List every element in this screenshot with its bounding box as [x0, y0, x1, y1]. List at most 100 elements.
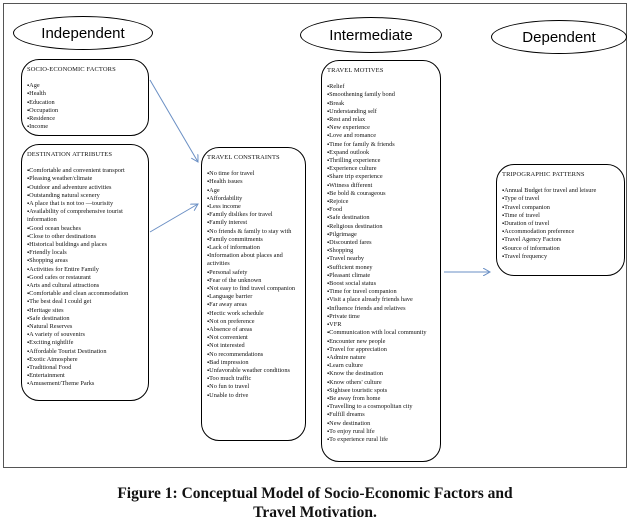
list-item: Age [27, 82, 143, 90]
list-item: Learn culture [327, 362, 435, 370]
list-item: Not convenient [207, 334, 300, 342]
list-item: Time for family & friends [327, 141, 435, 149]
list-item: Thrilling experience [327, 157, 435, 165]
list-item: Travel frequency [502, 253, 619, 261]
item-list: ReliefSmoothening family bondBreakUnders… [327, 83, 435, 444]
item-list: Annual Budget for travel and leisureType… [502, 187, 619, 261]
list-item: A variety of souvenirs [27, 331, 143, 339]
list-item: Safe destination [327, 214, 435, 222]
list-item: Information about places and activities [207, 252, 300, 268]
list-item: Less income [207, 203, 300, 211]
list-item: To enjoy rural life [327, 428, 435, 436]
list-item: Heritage sites [27, 307, 143, 315]
list-item: Pleasant climate [327, 272, 435, 280]
list-item: Travel for appreciation [327, 346, 435, 354]
list-item: Annual Budget for travel and leisure [502, 187, 619, 195]
list-item: Smoothening family bond [327, 91, 435, 99]
list-item: Traditional Food [27, 364, 143, 372]
list-item: Good cafes or restaurant [27, 274, 143, 282]
list-item: Family commitments [207, 236, 300, 244]
list-item: Good ocean beaches [27, 225, 143, 233]
list-item: Not interested [207, 342, 300, 350]
list-item: Unfavorable weather conditions [207, 367, 300, 375]
arrow-socio-to-constraints [149, 79, 198, 162]
list-item: Income [27, 123, 143, 131]
list-item: Sightsee touristic spots [327, 387, 435, 395]
list-item: Comfortable and clean accommodation [27, 290, 143, 298]
list-item: Travel companion [502, 204, 619, 212]
list-item: Time of travel [502, 212, 619, 220]
figure-frame [3, 3, 627, 468]
list-item: Age [207, 187, 300, 195]
list-item: Family interest [207, 219, 300, 227]
list-item: Know others' culture [327, 379, 435, 387]
list-item: Arts and cultural attractions [27, 282, 143, 290]
list-item: Accommodation preference [502, 228, 619, 236]
list-item: Visit a place already friends have [327, 296, 435, 304]
travel-constraints-box: TRAVEL CONSTRAINTS No time for travelHea… [201, 147, 306, 441]
list-item: Encounter new people [327, 338, 435, 346]
box-title: TRAVEL MOTIVES [327, 67, 384, 74]
list-item: Love and romance [327, 132, 435, 140]
list-item: Be bold & courageous [327, 190, 435, 198]
list-item: Boost social status [327, 280, 435, 288]
list-item: Education [27, 99, 143, 107]
list-item: Travelling to a cosmopolitan city [327, 403, 435, 411]
list-item: Exotic Atmosphere [27, 356, 143, 364]
list-item: Relief [327, 83, 435, 91]
list-item: Amusement/Theme Parks [27, 380, 143, 388]
figure-caption: Figure 1: Conceptual Model of Socio-Econ… [117, 485, 513, 521]
list-item: Fear of the unknown [207, 277, 300, 285]
list-item: Comfortable and convenient transport [27, 167, 143, 175]
list-item: Food [327, 206, 435, 214]
list-item: Communication with local community [327, 329, 435, 337]
list-item: Rejoice [327, 198, 435, 206]
list-item: Time for travel companion [327, 288, 435, 296]
list-item: Personal safety [207, 269, 300, 277]
list-item: Rest and relax [327, 116, 435, 124]
box-title: TRIPOGRAPHIC PATTERNS [502, 171, 585, 178]
list-item: Know the destination [327, 370, 435, 378]
list-item: Sufficient money [327, 264, 435, 272]
list-item: Affordability [207, 195, 300, 203]
dependent-label: Dependent [522, 28, 596, 46]
list-item: Hectic work schedule [207, 310, 300, 318]
intermediate-header: Intermediate [300, 17, 442, 53]
list-item: To experience rural life [327, 436, 435, 444]
list-item: Understanding self [327, 108, 435, 116]
item-list: AgeHealthEducationOccupationResidenceInc… [27, 82, 143, 131]
list-item: Unable to drive [207, 392, 300, 400]
list-item: Historical buildings and places [27, 241, 143, 249]
destination-attributes-box: DESTINATION ATTRIBUTES Comfortable and c… [21, 144, 149, 401]
list-item: No time for travel [207, 170, 300, 178]
box-title: TRAVEL CONSTRAINTS [207, 154, 280, 161]
list-item: Activities for Entire Family [27, 266, 143, 274]
arrow-destination-to-constraints [149, 204, 198, 233]
list-item: Occupation [27, 107, 143, 115]
list-item: Break [327, 100, 435, 108]
list-item: Discounted fares [327, 239, 435, 247]
list-item: Shopping [327, 247, 435, 255]
list-item: Type of travel [502, 195, 619, 203]
tripographic-patterns-box: TRIPOGRAPHIC PATTERNS Annual Budget for … [496, 164, 625, 276]
list-item: Close to other destinations [27, 233, 143, 241]
list-item: Expand outlook [327, 149, 435, 157]
list-item: The best deal I could get [27, 298, 143, 306]
list-item: Influence friends and relatives [327, 305, 435, 313]
list-item: Pleasing weather/climate [27, 175, 143, 183]
list-item: New experience [327, 124, 435, 132]
socio-economic-box: SOCIO-ECONOMIC FACTORS AgeHealthEducatio… [21, 59, 149, 136]
list-item: Affordable Tourist Destination [27, 348, 143, 356]
list-item: VFR [327, 321, 435, 329]
list-item: Natural Reserves [27, 323, 143, 331]
item-list: Comfortable and convenient transportPlea… [27, 167, 143, 388]
list-item: Duration of travel [502, 220, 619, 228]
list-item: Outdoor and adventure activities [27, 184, 143, 192]
list-item: Witness different [327, 182, 435, 190]
list-item: Not on preference [207, 318, 300, 326]
dependent-header: Dependent [491, 20, 627, 54]
list-item: No fun to travel [207, 383, 300, 391]
list-item: Far away areas [207, 301, 300, 309]
list-item: A place that is not too —tourisity [27, 200, 143, 208]
